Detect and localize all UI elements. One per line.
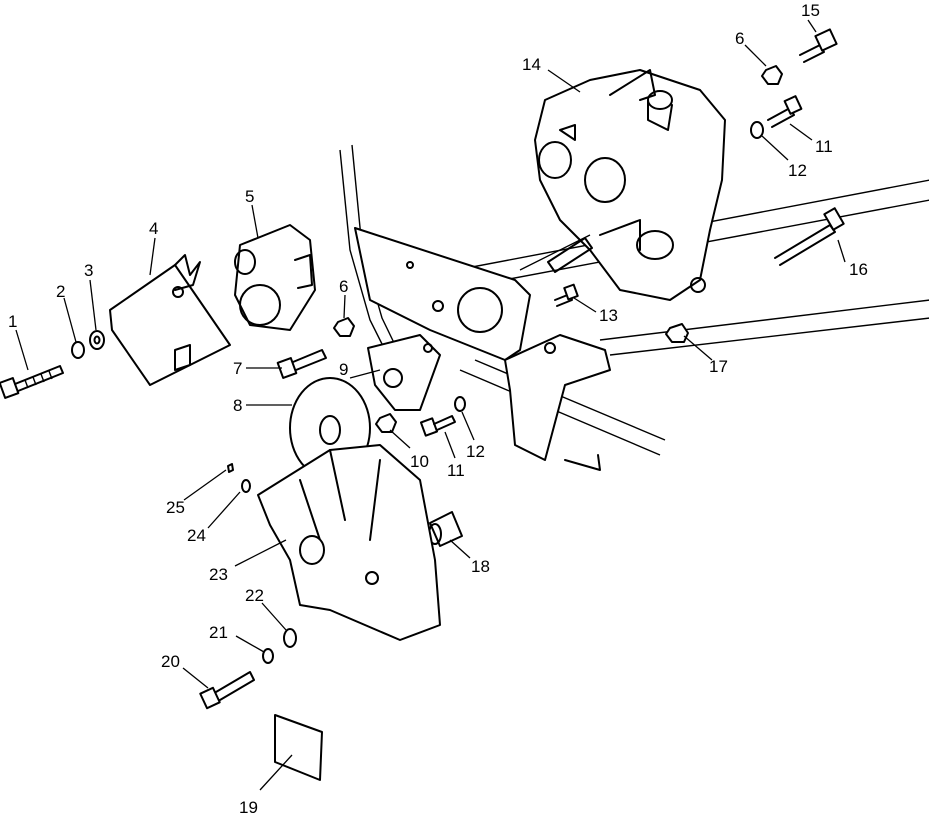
callout-6-upper: 6 (735, 29, 744, 48)
bolt-11-upper (767, 95, 803, 128)
callout-18: 18 (471, 557, 490, 576)
lock-washer-12-lower (454, 396, 466, 412)
callouts: 1 2 3 4 5 6 7 8 9 10 11 12 13 14 15 6 11… (8, 1, 868, 817)
callout-7: 7 (233, 359, 242, 378)
lock-washer-2 (71, 341, 85, 359)
nut-17 (665, 323, 689, 343)
callout-14: 14 (522, 55, 541, 74)
callout-19: 19 (239, 798, 258, 817)
callout-11-upper: 11 (815, 137, 833, 156)
callout-12-upper: 12 (788, 161, 807, 180)
callout-20: 20 (161, 652, 180, 671)
callout-3: 3 (84, 261, 93, 280)
callout-22: 22 (245, 586, 264, 605)
bolt-20 (199, 671, 255, 710)
washer-22 (283, 628, 297, 648)
callout-13: 13 (599, 306, 618, 325)
callout-1: 1 (8, 312, 17, 331)
callout-8: 8 (233, 396, 242, 415)
bolt-15 (799, 28, 838, 63)
callout-12: 12 (466, 442, 485, 461)
callout-5: 5 (245, 187, 254, 206)
washer-3 (89, 330, 105, 350)
spacer-18 (428, 511, 463, 547)
callout-6: 6 (339, 277, 348, 296)
gearcase-shaft-line (519, 234, 591, 271)
bolt-16 (774, 207, 845, 266)
lock-washer-12-upper (750, 121, 764, 139)
callout-10: 10 (410, 452, 429, 471)
bolt-1 (0, 365, 64, 399)
nut-24 (241, 479, 251, 493)
cover-23 (257, 444, 441, 641)
nut-6b (761, 65, 783, 85)
callout-4: 4 (149, 219, 158, 238)
shaft-stub (547, 237, 593, 273)
callout-15: 15 (801, 1, 820, 20)
callout-25: 25 (166, 498, 185, 517)
flange-plate-9 (367, 334, 441, 411)
nut-6a (333, 317, 355, 337)
leader-lines (15, 19, 846, 791)
housing-5 (234, 224, 316, 331)
bolt-13 (554, 283, 579, 307)
mounting-plate (354, 227, 611, 471)
nut-10 (375, 413, 397, 433)
bracket-4 (109, 254, 231, 386)
decal-19 (274, 714, 323, 781)
gearcase (534, 69, 726, 301)
callout-2: 2 (56, 282, 65, 301)
callout-9: 9 (339, 360, 348, 379)
bolt-7 (276, 349, 327, 379)
callout-17: 17 (709, 357, 728, 376)
callout-21: 21 (209, 623, 228, 642)
callout-16: 16 (849, 260, 868, 279)
callout-11: 11 (447, 461, 465, 480)
lock-washer-21 (262, 648, 274, 664)
screw-25 (227, 463, 234, 473)
callout-23: 23 (209, 565, 228, 584)
bolt-11-lower (419, 415, 456, 437)
callout-24: 24 (187, 526, 206, 545)
